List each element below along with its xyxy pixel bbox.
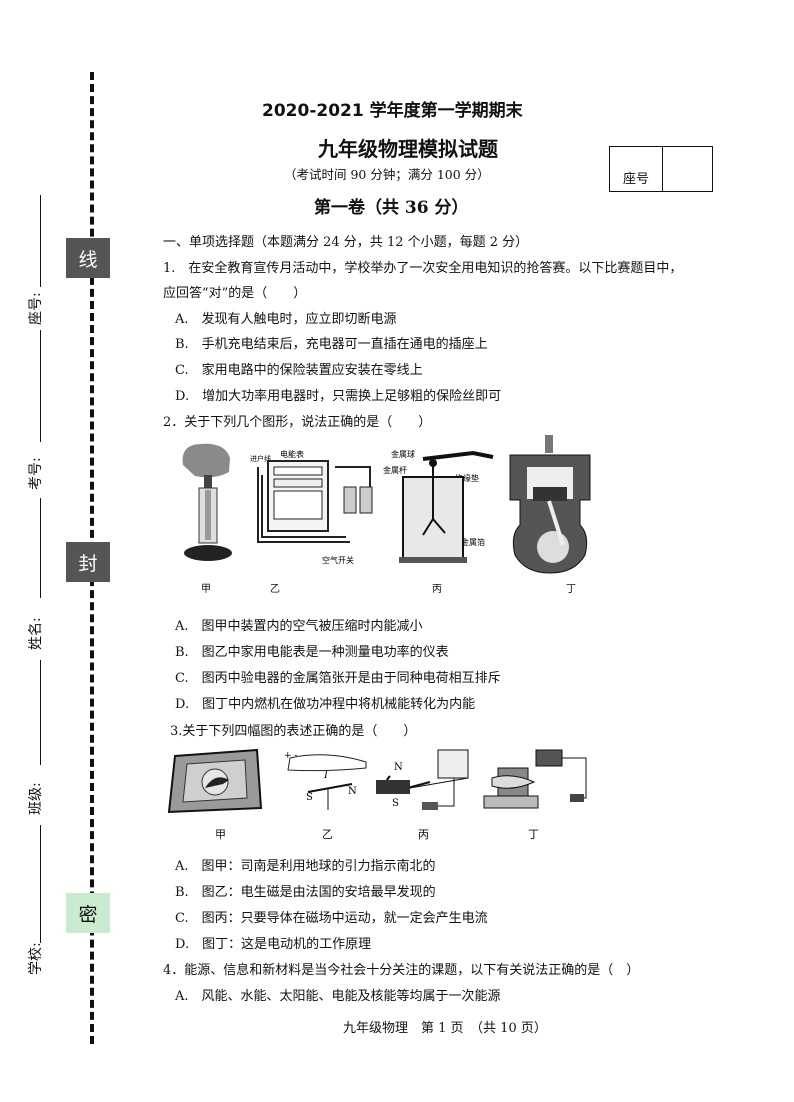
- q3-figure-label-d: 丁: [528, 828, 539, 841]
- svg-text:空气开关: 空气开关: [322, 555, 354, 565]
- svg-text:S: S: [306, 792, 313, 803]
- q1-option-a: A. 发现有人触电时，应立即切断电源: [175, 312, 397, 327]
- part-title: 第一卷（共 36 分）: [314, 198, 469, 218]
- meter-label: 电能表: [280, 449, 304, 459]
- q3-option-b: B. 图乙：电生磁是由法国的安培最早发现的: [175, 885, 436, 900]
- field-name: 姓名:: [28, 617, 44, 650]
- q3-figure-induction: N S: [376, 749, 469, 810]
- q1-stem-line2: 应回答“对”的是（ ）: [163, 286, 307, 301]
- q4-stem: 4．能源、信息和新材料是当今社会十分关注的课题，以下有关说法正确的是（ ）: [163, 963, 640, 978]
- q4-option-a: A. 风能、水能、太阳能、电能及核能等均属于一次能源: [175, 989, 501, 1004]
- page-footer: 九年级物理 第 1 页 （共 10 页）: [343, 1021, 547, 1036]
- svg-text:S: S: [392, 798, 399, 809]
- q1-option-b: B. 手机充电结束后，充电器可一直插在通电的插座上: [175, 337, 488, 352]
- seal-secret: 密: [66, 893, 110, 933]
- q3-figure-label-b: 乙: [322, 828, 333, 841]
- q2-figure-engine: [509, 435, 591, 574]
- q2-stem: 2．关于下列几个图形，说法正确的是（ ）: [163, 415, 432, 430]
- q3-figure-compass: [167, 748, 263, 814]
- q2-option-d: D. 图丁中内燃机在做功冲程中将机械能转化为内能: [175, 697, 476, 712]
- q3-figure-oersted: + - I S N: [284, 751, 367, 810]
- svg-text:金属箔: 金属箔: [461, 537, 485, 547]
- svg-text:N: N: [348, 786, 357, 797]
- field-seat-number: 座号:: [28, 292, 44, 325]
- q2-figure-pump: [182, 443, 232, 561]
- q3-option-d: D. 图丁：这是电动机的工作原理: [175, 937, 372, 952]
- field-class: 班级:: [28, 782, 44, 815]
- q2-option-b: B. 图乙中家用电能表是一种测量电功率的仪表: [175, 645, 449, 660]
- field-line-exam: [40, 330, 41, 442]
- seal-line: 线: [66, 238, 110, 278]
- exam-subtitle: （考试时间 90 分钟；满分 100 分）: [284, 167, 490, 182]
- q2-figure-meter: 电能表 进户线 空气开关: [250, 449, 373, 565]
- q2-figure-label-a: 甲: [201, 584, 211, 595]
- field-line-class: [40, 825, 41, 943]
- seat-number-label: 座号: [610, 147, 663, 191]
- field-line-seat: [40, 195, 41, 287]
- seal-seal: 封: [66, 542, 110, 582]
- svg-text:进户线: 进户线: [250, 454, 271, 463]
- field-line-name: [40, 660, 41, 765]
- q3-figure-label-c: 丙: [418, 828, 429, 841]
- svg-text:绝缘垫: 绝缘垫: [455, 473, 479, 483]
- svg-text:N: N: [394, 762, 403, 773]
- svg-text:I: I: [323, 770, 329, 781]
- q2-figure-label-d: 丁: [566, 584, 576, 595]
- q1-option-d: D. 增加大功率用电器时，只需换上足够粗的保险丝即可: [175, 389, 502, 404]
- q2-figure-label-c: 丙: [432, 584, 442, 595]
- svg-text:金属杆: 金属杆: [383, 465, 407, 475]
- svg-text:+ -: + -: [284, 751, 297, 761]
- exam-title-year: 2020-2021 学年度第一学期期末: [262, 101, 523, 121]
- svg-text:金属球: 金属球: [391, 449, 415, 459]
- q3-figure-label-a: 甲: [215, 828, 226, 841]
- q3-figure-motor: [483, 749, 587, 809]
- q1-option-c: C. 家用电路中的保险装置应安装在零线上: [175, 363, 423, 378]
- q3-option-a: A. 图甲：司南是利用地球的引力指示南北的: [175, 859, 436, 874]
- q2-figure-label-b: 乙: [270, 584, 280, 595]
- seat-number-box: 座号: [609, 146, 713, 192]
- q2-option-a: A. 图甲中装置内的空气被压缩时内能减小: [175, 619, 423, 634]
- q3-option-c: C. 图丙：只要导体在磁场中运动，就一定会产生电流: [175, 911, 488, 926]
- q2-figure-electroscope: 金属球 金属杆 绝缘垫 金属箔: [383, 449, 494, 563]
- field-exam-number: 考号:: [28, 457, 44, 490]
- field-school: 学校:: [28, 942, 44, 975]
- field-line-exam-2: [40, 498, 41, 598]
- q1-stem-line1: 1. 在安全教育宣传月活动中，学校举办了一次安全用电知识的抢答赛。以下比赛题目中…: [163, 261, 683, 276]
- section-heading: 一、单项选择题（本题满分 24 分，共 12 个小题，每题 2 分）: [163, 235, 529, 250]
- exam-title: 九年级物理模拟试题: [318, 137, 498, 161]
- q3-stem: 3.关于下列四幅图的表述正确的是（ ）: [170, 724, 417, 739]
- q2-option-c: C. 图丙中验电器的金属箔张开是由于同种电荷相互排斥: [175, 671, 501, 686]
